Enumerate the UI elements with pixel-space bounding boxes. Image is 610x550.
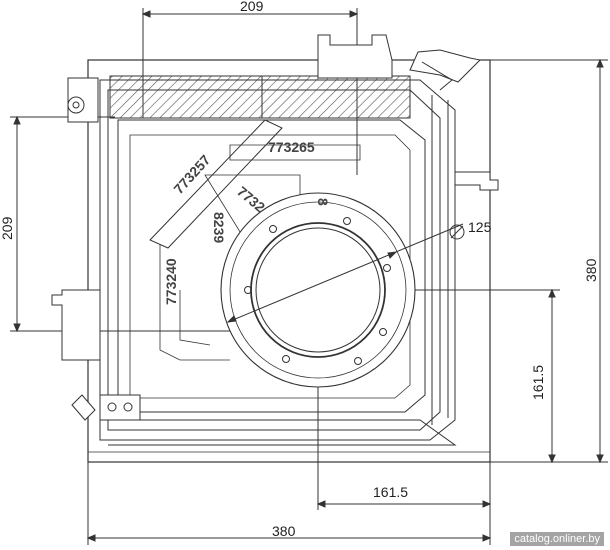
flue-outlet — [220, 192, 416, 388]
dimension-right-380 — [490, 58, 608, 464]
right-latch — [454, 171, 499, 191]
part-number-773240: 773240 — [163, 258, 179, 305]
part-number-8239: 8239 — [211, 212, 227, 243]
part-number-773257: 773257 — [170, 151, 213, 197]
flue-diameter-label: 125 — [468, 219, 492, 235]
dim-label-bottom-width: 380 — [272, 523, 296, 539]
part-number-8: 8 — [315, 198, 331, 206]
dim-label-bottom-inner-width: 161.5 — [373, 484, 408, 500]
door-hinge — [71, 394, 141, 421]
watermark: catalog.onliner.by — [510, 532, 604, 546]
left-air-inlet — [51, 289, 101, 361]
outer-casing — [87, 59, 491, 463]
chimney-bracket — [317, 34, 482, 91]
dim-label-left-height: 209 — [0, 216, 15, 240]
dim-label-right-inner-height: 161.5 — [530, 365, 546, 400]
left-knob — [67, 77, 99, 123]
dim-label-right-height: 380 — [583, 258, 599, 282]
dim-label-top-width: 209 — [240, 0, 264, 14]
dimension-bottom-380 — [86, 462, 492, 545]
insulation-block — [109, 75, 411, 119]
part-number-773265: 773265 — [268, 139, 315, 155]
flue-diameter-leader — [226, 223, 465, 323]
dimension-left-209 — [10, 115, 235, 333]
